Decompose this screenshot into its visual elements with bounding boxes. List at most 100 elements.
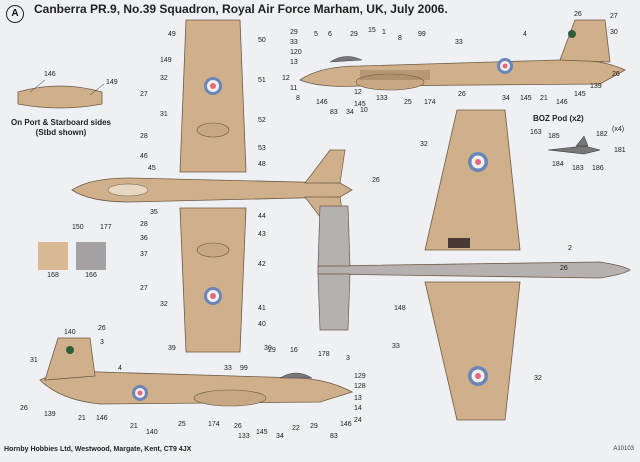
svg-text:83: 83 [330,433,338,440]
svg-text:33: 33 [224,365,232,372]
svg-text:186: 186 [592,165,604,172]
svg-text:27: 27 [140,285,148,292]
svg-text:39: 39 [168,345,176,352]
svg-text:33: 33 [455,39,463,46]
svg-text:36: 36 [140,235,148,242]
svg-text:44: 44 [258,213,266,220]
svg-text:26: 26 [372,177,380,184]
svg-text:149: 149 [160,57,172,64]
svg-text:10: 10 [360,107,368,114]
svg-text:8: 8 [296,95,300,102]
svg-text:40: 40 [258,321,266,328]
svg-text:183: 183 [572,165,584,172]
svg-text:31: 31 [160,111,168,118]
top-view-callouts: 49 50 149 32 51 27 31 52 28 46 45 53 48 … [72,31,380,352]
svg-text:3: 3 [346,355,350,362]
svg-text:14: 14 [354,405,362,412]
svg-text:42: 42 [258,261,266,268]
svg-text:30: 30 [264,345,272,352]
svg-text:34: 34 [276,433,284,440]
svg-text:133: 133 [376,95,388,102]
svg-text:21: 21 [78,415,86,422]
svg-text:5: 5 [314,31,318,38]
svg-text:31: 31 [30,357,38,364]
svg-text:2: 2 [568,245,572,252]
svg-text:33: 33 [392,343,400,350]
boz-pod-drawing: 185 182 181 184 183 186 163 [530,129,626,172]
svg-text:4: 4 [523,31,527,38]
svg-text:4: 4 [118,365,122,372]
svg-text:148: 148 [394,305,406,312]
svg-text:145: 145 [256,429,268,436]
svg-text:26: 26 [560,265,568,272]
svg-text:181: 181 [614,147,626,154]
under-view-callouts: 32 2 26 148 33 32 [392,141,572,382]
svg-text:8: 8 [398,35,402,42]
svg-text:25: 25 [404,99,412,106]
svg-text:185: 185 [548,133,560,140]
svg-text:29: 29 [290,29,298,36]
section-badge: A [6,5,24,23]
side-view-aircraft-bottom [39,337,354,407]
svg-text:146: 146 [96,415,108,422]
svg-text:184: 184 [552,161,564,168]
svg-text:133: 133 [238,433,250,440]
boz-pod-label: BOZ Pod (x2) [533,114,584,123]
svg-text:177: 177 [100,224,112,231]
svg-text:12: 12 [354,89,362,96]
svg-text:51: 51 [258,77,266,84]
svg-text:41: 41 [258,305,266,312]
svg-text:34: 34 [346,109,354,116]
svg-text:32: 32 [160,75,168,82]
side-view-bottom-callouts: 140 26 31 3 4 26 139 21 146 21 140 25 17… [20,325,366,440]
svg-text:140: 140 [64,329,76,336]
swatch-166 [76,242,106,270]
svg-text:52: 52 [258,117,266,124]
side-view-aircraft-top [299,19,626,91]
svg-text:16: 16 [290,347,298,354]
top-view-aircraft [71,19,353,353]
svg-text:26: 26 [612,71,620,78]
svg-text:99: 99 [418,31,426,38]
page-title: Canberra PR.9, No.39 Squadron, Royal Air… [34,2,448,16]
svg-text:178: 178 [318,351,330,358]
svg-text:129: 129 [354,373,366,380]
svg-text:35: 35 [150,209,158,216]
sheet-code: A10103 [613,446,634,452]
svg-text:32: 32 [534,375,542,382]
svg-text:182: 182 [596,131,608,138]
svg-text:13: 13 [354,395,362,402]
svg-text:30: 30 [610,29,618,36]
svg-text:25: 25 [178,421,186,428]
svg-text:45: 45 [148,165,156,172]
boz-quantity: (x4) [612,126,625,133]
publisher-footer: Hornby Hobbies Ltd, Westwood, Margate, K… [4,446,192,453]
swatch-166-label: 166 [85,272,97,279]
svg-text:146: 146 [340,421,352,428]
svg-text:6: 6 [328,31,332,38]
fuel-tank-drawing: 146 149 [17,71,118,109]
swatch-168-label: 168 [47,272,59,279]
svg-text:48: 48 [258,161,266,168]
svg-text:174: 174 [208,421,220,428]
svg-text:34: 34 [502,95,510,102]
svg-text:139: 139 [44,411,56,418]
svg-text:28: 28 [140,133,148,140]
svg-text:13: 13 [290,59,298,66]
svg-text:146: 146 [556,99,568,106]
svg-text:32: 32 [160,301,168,308]
svg-text:29: 29 [310,423,318,430]
svg-text:83: 83 [330,109,338,116]
svg-text:29: 29 [350,31,358,38]
svg-text:33: 33 [290,39,298,46]
svg-text:22: 22 [292,425,300,432]
svg-text:37: 37 [140,251,148,258]
svg-text:49: 49 [168,31,176,38]
under-view-aircraft [317,109,631,421]
svg-text:28: 28 [140,221,148,228]
swatch-168 [38,242,68,270]
svg-text:140: 140 [146,429,158,436]
svg-text:146: 146 [316,99,328,106]
svg-text:26: 26 [458,91,466,98]
